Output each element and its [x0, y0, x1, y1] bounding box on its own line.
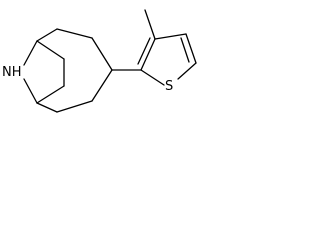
bond	[185, 33, 197, 64]
nitrogen-atom-label: NH	[2, 65, 22, 80]
bond	[137, 37, 151, 65]
bond	[144, 9, 156, 40]
bond	[140, 38, 156, 71]
bond	[177, 62, 197, 80]
bond	[180, 37, 190, 63]
molecule-structure: NH S	[2, 9, 197, 113]
bond	[23, 78, 38, 104]
bond	[23, 40, 38, 66]
bond	[91, 69, 113, 102]
structure-canvas: NH S	[0, 0, 202, 114]
sulfur-atom-label: S	[165, 79, 173, 94]
bond	[140, 69, 165, 86]
bond	[36, 28, 58, 42]
bond	[154, 33, 187, 40]
bond	[36, 85, 65, 104]
bond	[36, 40, 65, 60]
bond	[91, 37, 113, 71]
bond	[56, 100, 93, 113]
bond	[36, 102, 58, 113]
bond	[56, 28, 93, 39]
